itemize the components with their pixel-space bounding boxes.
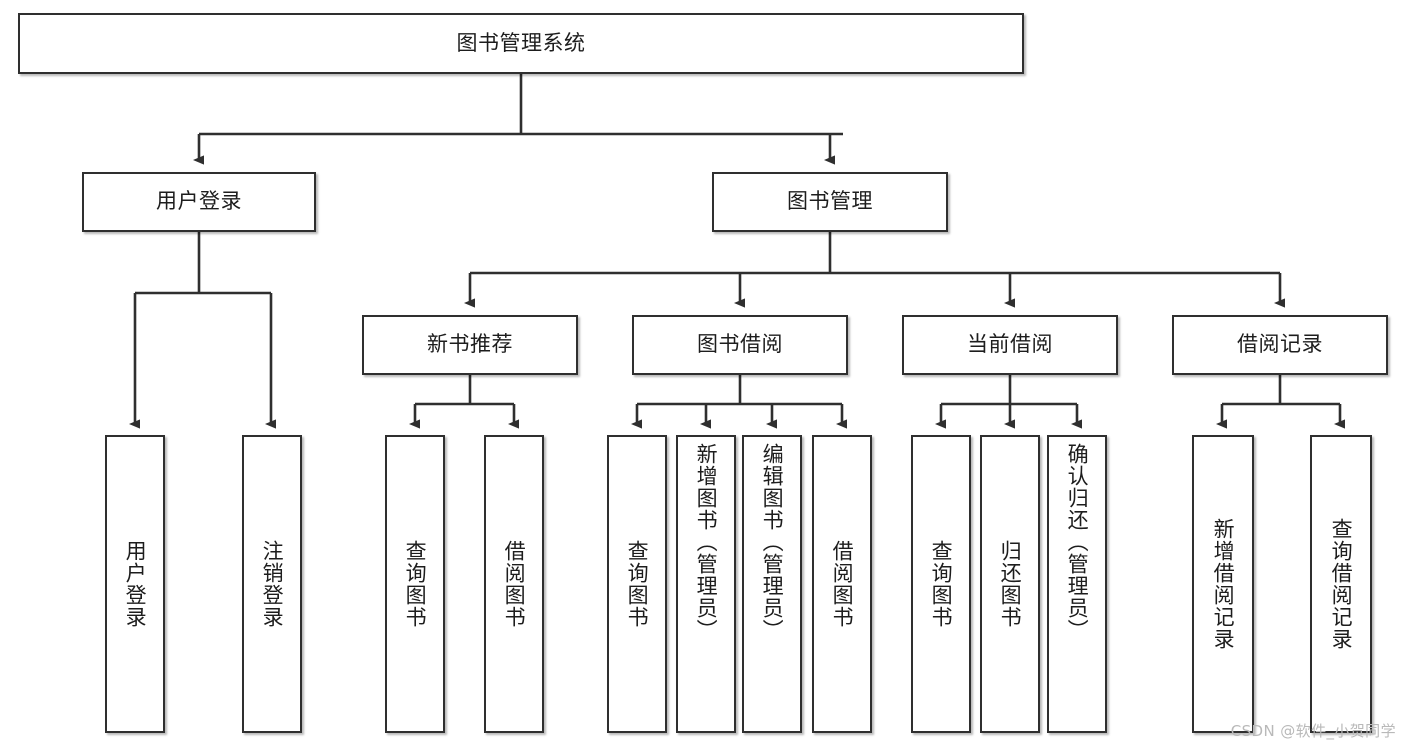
node-label: 当前借阅 bbox=[967, 332, 1053, 357]
node-label: 新增借阅记录 bbox=[1211, 518, 1236, 650]
node-new-book-recommend[interactable]: 新书推荐 bbox=[362, 315, 578, 375]
leaf-current-borrow-query-book[interactable]: 查询图书 bbox=[911, 435, 971, 733]
node-label: 用户登录 bbox=[156, 189, 242, 214]
leaf-book-borrow-add-book-admin[interactable]: 新增图书（管理员） bbox=[676, 435, 736, 733]
node-label: 用户登录 bbox=[123, 540, 148, 628]
node-label: 图书管理 bbox=[787, 189, 873, 214]
leaf-current-borrow-confirm-return-admin[interactable]: 确认归还（管理员） bbox=[1047, 435, 1107, 733]
leaf-new-book-query-book[interactable]: 查询图书 bbox=[385, 435, 445, 733]
node-label: 借阅图书 bbox=[502, 540, 527, 628]
leaf-borrow-records-add-record[interactable]: 新增借阅记录 bbox=[1192, 435, 1254, 733]
leaf-borrow-records-query-record[interactable]: 查询借阅记录 bbox=[1310, 435, 1372, 733]
node-book-management[interactable]: 图书管理 bbox=[712, 172, 948, 232]
leaf-user-login-logout[interactable]: 注销登录 bbox=[242, 435, 302, 733]
node-label: 确认归还（管理员） bbox=[1065, 443, 1090, 641]
node-label: 图书管理系统 bbox=[456, 30, 586, 55]
node-label: 查询借阅记录 bbox=[1329, 518, 1354, 650]
node-book-borrow[interactable]: 图书借阅 bbox=[632, 315, 848, 375]
leaf-book-borrow-edit-book-admin[interactable]: 编辑图书（管理员） bbox=[742, 435, 802, 733]
node-label: 图书借阅 bbox=[697, 332, 783, 357]
node-label: 新增图书（管理员） bbox=[694, 443, 719, 641]
node-user-login[interactable]: 用户登录 bbox=[82, 172, 316, 232]
node-current-borrow[interactable]: 当前借阅 bbox=[902, 315, 1118, 375]
node-borrow-records[interactable]: 借阅记录 bbox=[1172, 315, 1388, 375]
node-label: 注销登录 bbox=[260, 540, 285, 628]
node-label: 查询图书 bbox=[403, 540, 428, 628]
node-root-system[interactable]: 图书管理系统 bbox=[18, 13, 1024, 74]
leaf-book-borrow-borrow-book[interactable]: 借阅图书 bbox=[812, 435, 872, 733]
node-label: 新书推荐 bbox=[427, 332, 513, 357]
node-label: 归还图书 bbox=[998, 540, 1023, 628]
node-label: 借阅图书 bbox=[830, 540, 855, 628]
node-label: 查询图书 bbox=[625, 540, 650, 628]
leaf-user-login-login[interactable]: 用户登录 bbox=[105, 435, 165, 733]
leaf-current-borrow-return-book[interactable]: 归还图书 bbox=[980, 435, 1040, 733]
node-label: 借阅记录 bbox=[1237, 332, 1323, 357]
leaf-new-book-borrow-book[interactable]: 借阅图书 bbox=[484, 435, 544, 733]
leaf-book-borrow-query-book[interactable]: 查询图书 bbox=[607, 435, 667, 733]
watermark-text: CSDN @软件_小贺同学 bbox=[1230, 722, 1396, 740]
node-label: 查询图书 bbox=[929, 540, 954, 628]
node-label: 编辑图书（管理员） bbox=[760, 443, 785, 641]
